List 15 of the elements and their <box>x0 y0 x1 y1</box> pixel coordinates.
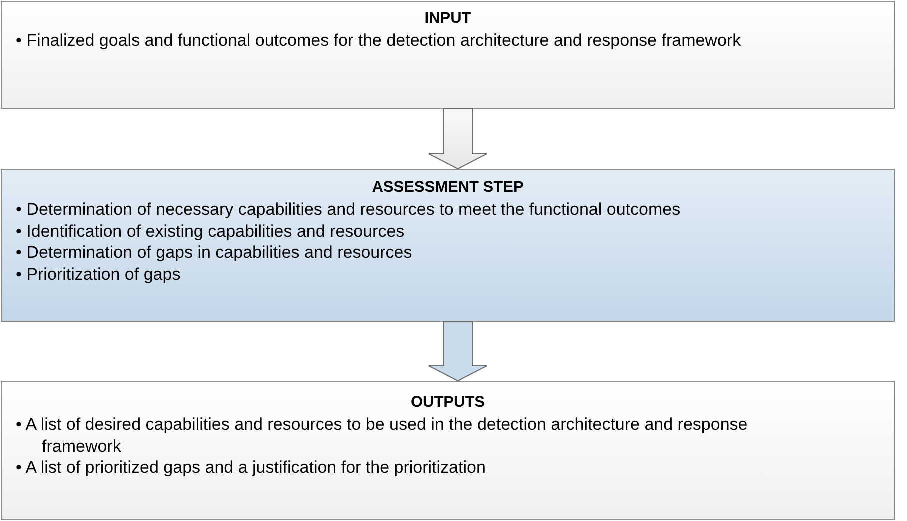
block-arrow <box>428 322 488 382</box>
box-heading: OUTPUTS <box>410 394 486 412</box>
bullet-item: • A list of prioritized gaps and a justification for the prioritization <box>16 457 487 478</box>
block-arrow <box>428 108 488 170</box>
box-heading: ASSESSMENT STEP <box>371 179 525 197</box>
bullet-item: • A list of desired capabilities and resources to be used in the detection architecture and response framework <box>16 414 749 457</box>
bullet-item: • Determination of necessary capabilities and resources to meet the functional outcomes <box>16 199 682 220</box>
bullet-item: • Determination of gaps in capabilities and resources <box>16 242 414 264</box>
process-box <box>1 1 895 109</box>
bullet-item: • Prioritization of gaps <box>16 264 182 285</box>
process-box <box>1 169 895 322</box>
bullet-item: • Identification of existing capabilities and resources <box>16 220 406 242</box>
bullet-item: • Finalized goals and functional outcomes for the detection architecture and response framework <box>16 30 742 52</box>
box-heading: INPUT <box>424 10 472 28</box>
process-box <box>1 381 895 520</box>
